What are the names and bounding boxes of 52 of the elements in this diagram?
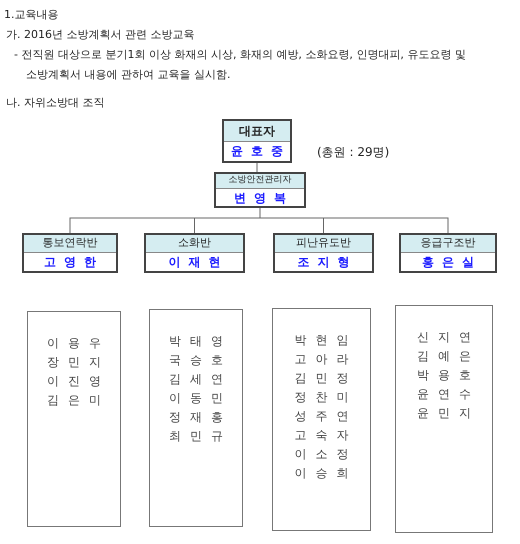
member-name: 김 세 연 — [169, 371, 223, 388]
role-title: 대표자 — [224, 121, 290, 142]
member-name: 이 승 희 — [294, 465, 348, 482]
subsection-heading: 가. 2016년 소방계획서 관련 소방교육 — [6, 27, 194, 43]
person-name: 홍 은 실 — [420, 254, 476, 271]
org-box — [22, 233, 118, 273]
member-name: 장 민 지 — [47, 354, 101, 371]
person-name: 이 재 현 — [167, 254, 222, 271]
subsection-heading: 나. 자위소방대 조직 — [6, 95, 104, 111]
member-name: 윤 민 지 — [417, 405, 471, 422]
paragraph-text: - 전직원 대상으로 분기1회 이상 화재의 시상, 화재의 예방, 소화요령, 인명대피, 유도요령 및 소방계획서 내용에 관하여 교육을 실시함. — [14, 47, 467, 83]
person-name: 윤 호 중 — [230, 143, 284, 160]
org-box — [399, 233, 497, 273]
member-name: 성 주 연 — [294, 408, 348, 425]
org-box — [273, 233, 374, 273]
member-name: 국 승 호 — [169, 352, 223, 369]
connector-line — [260, 208, 448, 234]
person-name: 변 영 복 — [232, 190, 288, 206]
member-list-box — [27, 311, 121, 527]
member-name: 이 용 우 — [47, 335, 101, 352]
org-box — [222, 119, 292, 163]
member-name: 이 소 정 — [294, 446, 348, 463]
total-count-note: (총원 : 29명) — [317, 144, 390, 161]
person-name: 고 영 한 — [42, 254, 98, 271]
member-name: 이 진 영 — [47, 373, 101, 390]
person-name: 조 지 형 — [296, 254, 351, 271]
member-name: 박 용 호 — [417, 367, 471, 384]
member-name: 윤 연 수 — [417, 386, 471, 403]
member-name: 최 민 규 — [169, 428, 223, 445]
member-name: 이 동 민 — [169, 390, 223, 407]
role-title: 소방안전관리자 — [216, 174, 304, 188]
role-title: 피난유도반 — [275, 235, 372, 253]
role-title: 소화반 — [146, 235, 243, 253]
org-box — [214, 172, 306, 208]
role-title: 통보연락반 — [24, 235, 116, 253]
member-name: 박 현 임 — [294, 332, 348, 349]
member-list-box — [149, 309, 243, 527]
member-list-box — [272, 308, 371, 531]
member-name: 김 은 미 — [47, 392, 101, 409]
section-heading: 1.교육내용 — [4, 7, 58, 23]
org-box — [144, 233, 245, 273]
role-title: 응급구조반 — [401, 235, 495, 253]
member-name: 정 찬 미 — [294, 389, 348, 406]
member-name: 고 숙 자 — [294, 427, 348, 444]
member-name: 고 아 라 — [294, 351, 348, 368]
member-name: 김 예 은 — [417, 348, 471, 365]
member-name: 박 태 영 — [169, 333, 223, 350]
member-name: 정 재 홍 — [169, 409, 223, 426]
member-name: 김 민 정 — [294, 370, 348, 387]
member-name: 신 지 연 — [417, 329, 471, 346]
member-list-box — [395, 305, 493, 533]
connector-line — [256, 162, 258, 172]
